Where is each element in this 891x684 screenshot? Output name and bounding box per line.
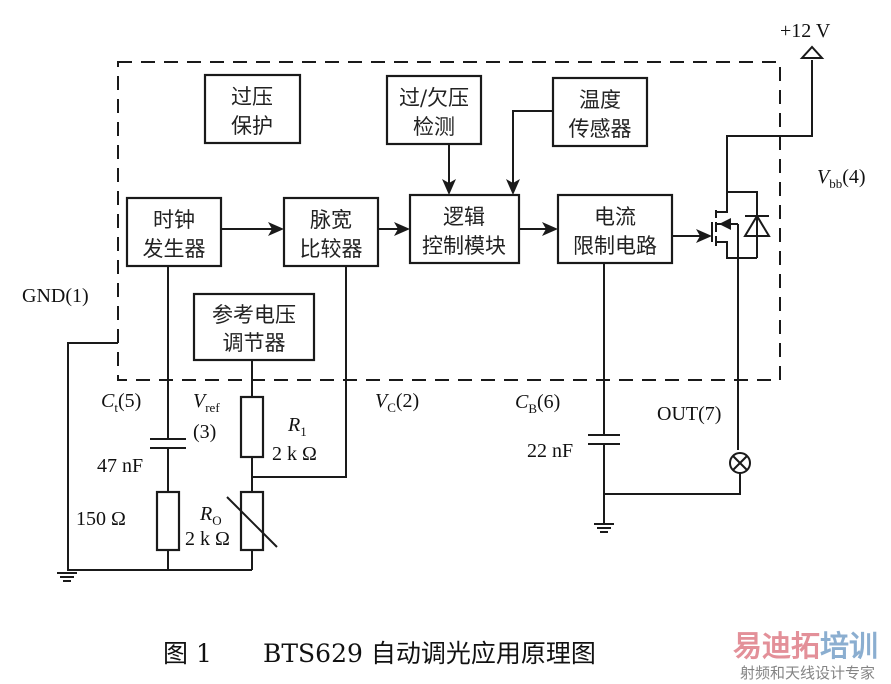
arrow-icon — [442, 179, 456, 195]
block-label: 过压 — [231, 85, 273, 109]
supply-arrow-icon — [799, 45, 825, 59]
resistor-icon — [239, 395, 265, 459]
watermark-brand-b: 培训 — [820, 629, 878, 663]
supply-label: +12 V — [780, 20, 831, 42]
block-label: 温度 — [579, 88, 621, 112]
block-temperature-sensor: 温度 传感器 — [551, 76, 649, 148]
block-label: 逻辑 — [443, 205, 485, 229]
block-label: 控制模块 — [422, 234, 506, 258]
arrow-icon — [696, 229, 712, 243]
lamp-icon — [729, 452, 751, 474]
pin-label-gnd: GND(1) — [22, 285, 89, 307]
ct-value: 47 nF — [97, 455, 143, 477]
output-net — [604, 300, 751, 495]
r1-label: R1 — [287, 414, 307, 439]
ground-icon — [57, 572, 77, 582]
ground-icon — [594, 523, 614, 533]
block-label: 电流 — [594, 205, 636, 229]
ct-net — [150, 266, 186, 570]
pin-label-vref: Vref — [193, 390, 220, 415]
block-label: 脉宽 — [310, 208, 352, 232]
figure-number: 图 1 — [163, 639, 212, 668]
block-label: 时钟 — [153, 208, 195, 232]
supply-net: +12 V — [726, 20, 831, 192]
block-label: 发生器 — [143, 237, 206, 261]
block-overvoltage-protection: 过压 保护 — [203, 73, 302, 145]
block-logic-control: 逻辑 控制模块 — [408, 193, 521, 265]
block-label: 检测 — [413, 115, 455, 139]
block-label: 比较器 — [300, 237, 363, 261]
pin-label-ct: Ct(5) — [101, 390, 141, 415]
block-label: 参考电压 — [212, 303, 296, 327]
vref-net — [226, 360, 278, 570]
signal-wires — [221, 110, 712, 243]
pin-label-cb: CB(6) — [515, 391, 560, 416]
pin-label-vc: VC(2) — [375, 390, 419, 415]
block-over-under-voltage-detect: 过/欠压 检测 — [385, 74, 483, 146]
pin-label-vbb: Vbb(4) — [817, 166, 866, 191]
watermark-tagline: 射频和天线设计专家 — [740, 664, 875, 682]
r-timing-value: 150 Ω — [76, 508, 126, 530]
block-current-limit: 电流 限制电路 — [556, 193, 674, 265]
arrow-icon — [506, 179, 520, 195]
cb-net — [588, 263, 620, 533]
figure-title: BTS629 自动调光应用原理图 — [263, 639, 596, 668]
block-clock-generator: 时钟 发生器 — [125, 196, 223, 268]
block-label: 传感器 — [569, 117, 632, 141]
watermark-brand-a: 易迪拓 — [733, 629, 820, 663]
block-pwm-comparator: 脉宽 比较器 — [282, 196, 380, 268]
block-label: 过/欠压 — [399, 86, 469, 110]
resistor-icon — [155, 490, 181, 552]
block-label: 保护 — [231, 114, 273, 138]
pin-label-vref-number: (3) — [193, 421, 216, 443]
arrow-icon — [542, 222, 558, 236]
block-reference-regulator: 参考电压 调节器 — [192, 292, 316, 362]
ro-value: 2 k Ω — [185, 528, 230, 550]
arrow-icon — [394, 222, 410, 236]
diode-icon — [727, 191, 771, 258]
cb-value: 22 nF — [527, 440, 573, 462]
pin-label-out: OUT(7) — [657, 403, 721, 425]
watermark: 易迪拓 培训 射频和天线设计专家 — [733, 629, 878, 682]
vc-net — [252, 266, 347, 478]
block-label: 限制电路 — [573, 234, 657, 258]
gnd-net — [57, 342, 252, 582]
r1-value: 2 k Ω — [272, 443, 317, 465]
mosfet-icon — [711, 192, 757, 300]
chip-boundary — [117, 61, 781, 381]
capacitor-icon — [150, 438, 186, 449]
arrow-icon — [268, 222, 284, 236]
block-label: 调节器 — [223, 331, 286, 355]
ro-label: RO — [199, 503, 222, 528]
capacitor-icon — [588, 434, 620, 445]
